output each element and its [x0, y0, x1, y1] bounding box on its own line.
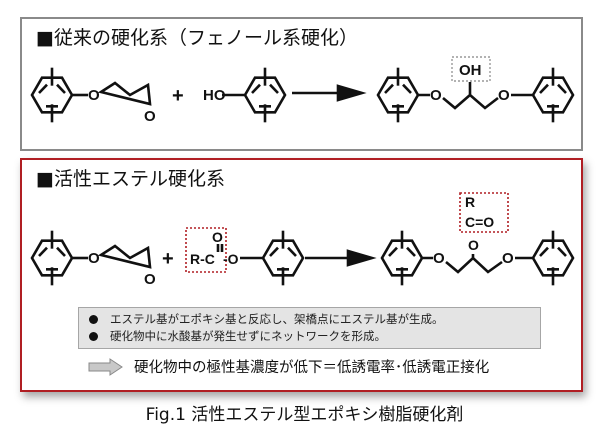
benzene-ring	[531, 76, 575, 114]
conclusion: 硬化物中の極性基濃度が低下＝低誘電率･低誘電正接化	[88, 356, 489, 377]
oh-highlight-box	[451, 56, 491, 82]
notes-box: エステル基がエポキシ基と反応し、架橋点にエステル基が生成。 硬化物中に水酸基が発…	[78, 307, 541, 349]
chain-bonds	[422, 254, 503, 274]
ether-o: O	[430, 87, 442, 104]
benzene-ring	[531, 239, 575, 277]
double-bond	[251, 83, 261, 94]
double-bond	[56, 83, 66, 94]
double-bond	[38, 83, 48, 94]
double-bond	[557, 246, 567, 257]
epoxide-o: O	[144, 108, 156, 125]
double-bond	[388, 246, 398, 257]
carbonyl-o: O	[212, 229, 223, 245]
reaction-arrowhead	[336, 84, 367, 102]
double-bond	[406, 246, 416, 257]
hydroxyl-label: HO	[203, 87, 226, 104]
bonds	[30, 67, 575, 286]
arrow-right-icon	[88, 357, 123, 376]
bullet-icon	[89, 332, 98, 341]
ether-o: O	[88, 250, 100, 267]
double-bond	[56, 246, 66, 257]
plus-sign: +	[172, 85, 184, 107]
epoxide-bonds	[97, 244, 152, 269]
epoxide-o: O	[144, 271, 156, 288]
double-bond	[38, 246, 48, 257]
ether-o: O	[502, 250, 514, 267]
double-bond	[539, 246, 549, 257]
active-ester-panel: ■活性エステル硬化系 エステル基がエポキシ基と反応し、架橋点にエステル基が生成。…	[20, 158, 583, 392]
ether-o: O	[88, 87, 100, 104]
plus-sign: +	[162, 248, 174, 270]
conventional-title: ■従来の硬化系（フェノール系硬化）	[36, 27, 358, 49]
double-bond	[557, 83, 567, 94]
benzene-ring	[261, 239, 305, 277]
carbonyl-double-bond	[216, 244, 224, 252]
ether-o: O	[433, 250, 445, 267]
double-bond	[287, 246, 297, 257]
note-item: エステル基がエポキシ基と反応し、架橋点にエステル基が生成。	[89, 311, 540, 328]
ester-highlight-box	[185, 227, 227, 273]
bullet-icon	[89, 315, 98, 324]
ester-o: -O	[223, 251, 239, 267]
figure-caption: Fig.1 活性エステル型エポキシ樹脂硬化剤	[145, 405, 464, 425]
carbonyl-group: C=O	[465, 214, 494, 230]
reaction-arrowhead	[346, 249, 377, 267]
double-bond	[384, 83, 394, 94]
note-item: 硬化物中に水酸基が発生せずにネットワークを形成。	[89, 328, 540, 345]
epoxide-bonds	[97, 81, 152, 106]
ester-r-c: R-C	[190, 251, 215, 267]
double-bond	[269, 246, 279, 257]
double-bond	[402, 83, 412, 94]
double-bond	[269, 83, 279, 94]
ether-o: O	[498, 87, 510, 104]
chain-bonds	[418, 82, 499, 110]
ester-highlight-box-product	[459, 192, 509, 233]
double-bond	[539, 83, 549, 94]
r-group: R	[465, 194, 475, 210]
benzene-ring	[243, 76, 287, 114]
ester-o-product: O	[468, 237, 479, 253]
hydroxyl-group: OH	[459, 62, 482, 79]
active-ester-title: ■活性エステル硬化系	[36, 168, 225, 190]
